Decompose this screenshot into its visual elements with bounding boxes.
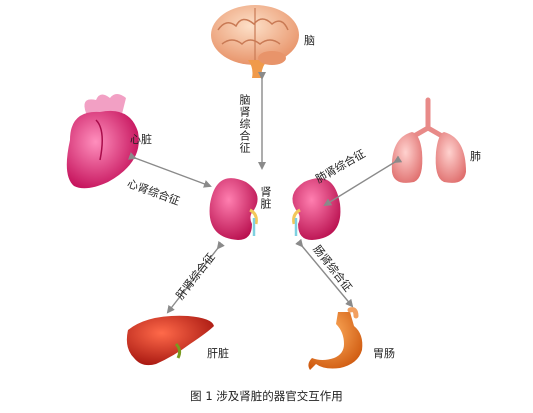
heart-icon bbox=[66, 94, 139, 189]
label-lung: 肺 bbox=[470, 150, 481, 163]
brain-icon bbox=[211, 5, 299, 78]
arrow-lung-kidney bbox=[323, 155, 403, 207]
arrow-stomach-kidney bbox=[295, 238, 354, 308]
kidney-icon bbox=[209, 178, 341, 240]
label-brain: 脑 bbox=[304, 34, 315, 47]
label-liver: 肝脏 bbox=[207, 347, 229, 360]
label-cerebro-renal-syndrome: 脑肾综合征 bbox=[238, 94, 251, 154]
stomach-icon bbox=[308, 307, 363, 370]
arrow-liver-kidney bbox=[166, 240, 225, 314]
label-kidney: 肾脏 bbox=[259, 186, 272, 210]
figure-caption: 图 1 涉及肾脏的器官交互作用 bbox=[190, 389, 343, 403]
arrow-heart-kidney bbox=[127, 152, 212, 188]
liver-icon bbox=[126, 315, 214, 366]
label-stomach: 胃肠 bbox=[373, 347, 395, 360]
label-heart: 心脏 bbox=[130, 133, 152, 146]
lung-icon bbox=[391, 97, 466, 183]
